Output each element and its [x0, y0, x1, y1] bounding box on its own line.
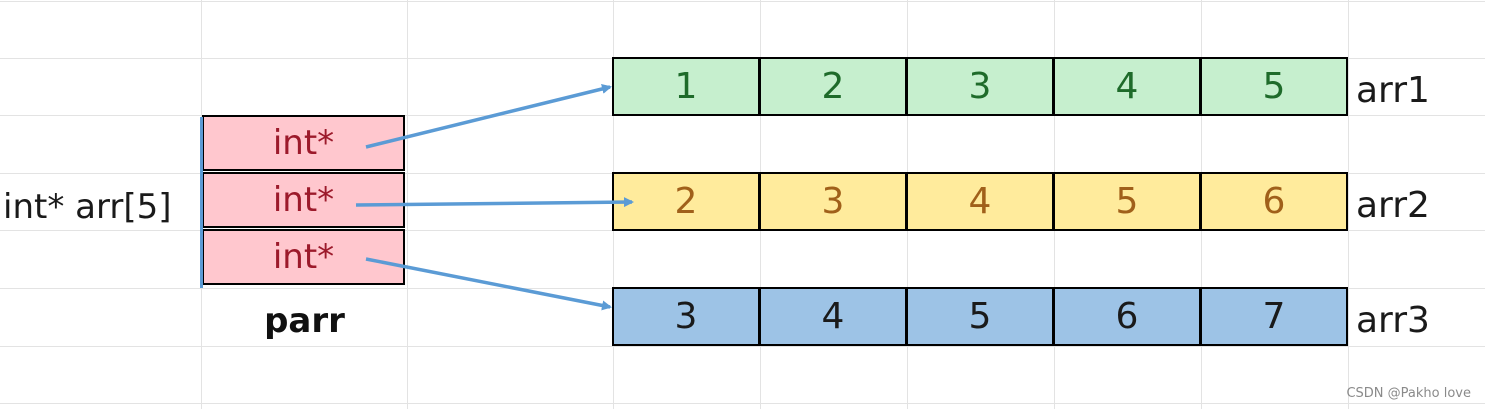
arr3-cell-2: 5 [906, 287, 1054, 346]
watermark: CSDN @Pakho love [1346, 386, 1471, 401]
arrow-to-arr1 [365, 84, 612, 149]
parr-bracket-bar [200, 117, 203, 288]
arr3-cell-1: 4 [759, 287, 907, 346]
arr1-label: arr1 [1356, 70, 1430, 111]
parr-cell-0: int* [202, 115, 405, 171]
pointer-array-parr: int* int* int* [202, 115, 407, 288]
arr1-cell-0: 1 [612, 57, 760, 116]
arrow-to-arr2 [355, 197, 634, 208]
arr1-cell-3: 4 [1053, 57, 1201, 116]
arr3-label: arr3 [1356, 300, 1430, 341]
arr1-cell-2: 3 [906, 57, 1054, 116]
grid-line [0, 1, 1485, 2]
arr2-cell-1: 3 [759, 172, 907, 231]
arr1-cell-1: 2 [759, 57, 907, 116]
parr-cell-1: int* [202, 172, 405, 228]
arr2-cell-4: 6 [1200, 172, 1348, 231]
array-arr1: 1 2 3 4 5 [612, 57, 1349, 116]
arr2-label: arr2 [1356, 185, 1430, 226]
arr3-cell-4: 7 [1200, 287, 1348, 346]
parr-label: parr [264, 301, 345, 341]
arr2-cell-3: 5 [1053, 172, 1201, 231]
arr1-cell-4: 5 [1200, 57, 1348, 116]
parr-cell-2: int* [202, 229, 405, 285]
arr2-cell-2: 4 [906, 172, 1054, 231]
grid-line [0, 403, 1485, 404]
arr3-cell-3: 6 [1053, 287, 1201, 346]
grid-line [1348, 0, 1349, 409]
grid-line [0, 346, 1485, 347]
pointer-array-declaration: int* arr[5] [3, 187, 172, 227]
array-arr3: 3 4 5 6 7 [612, 287, 1349, 346]
arrow-to-arr3 [365, 257, 612, 311]
array-arr2: 2 3 4 5 6 [612, 172, 1349, 231]
